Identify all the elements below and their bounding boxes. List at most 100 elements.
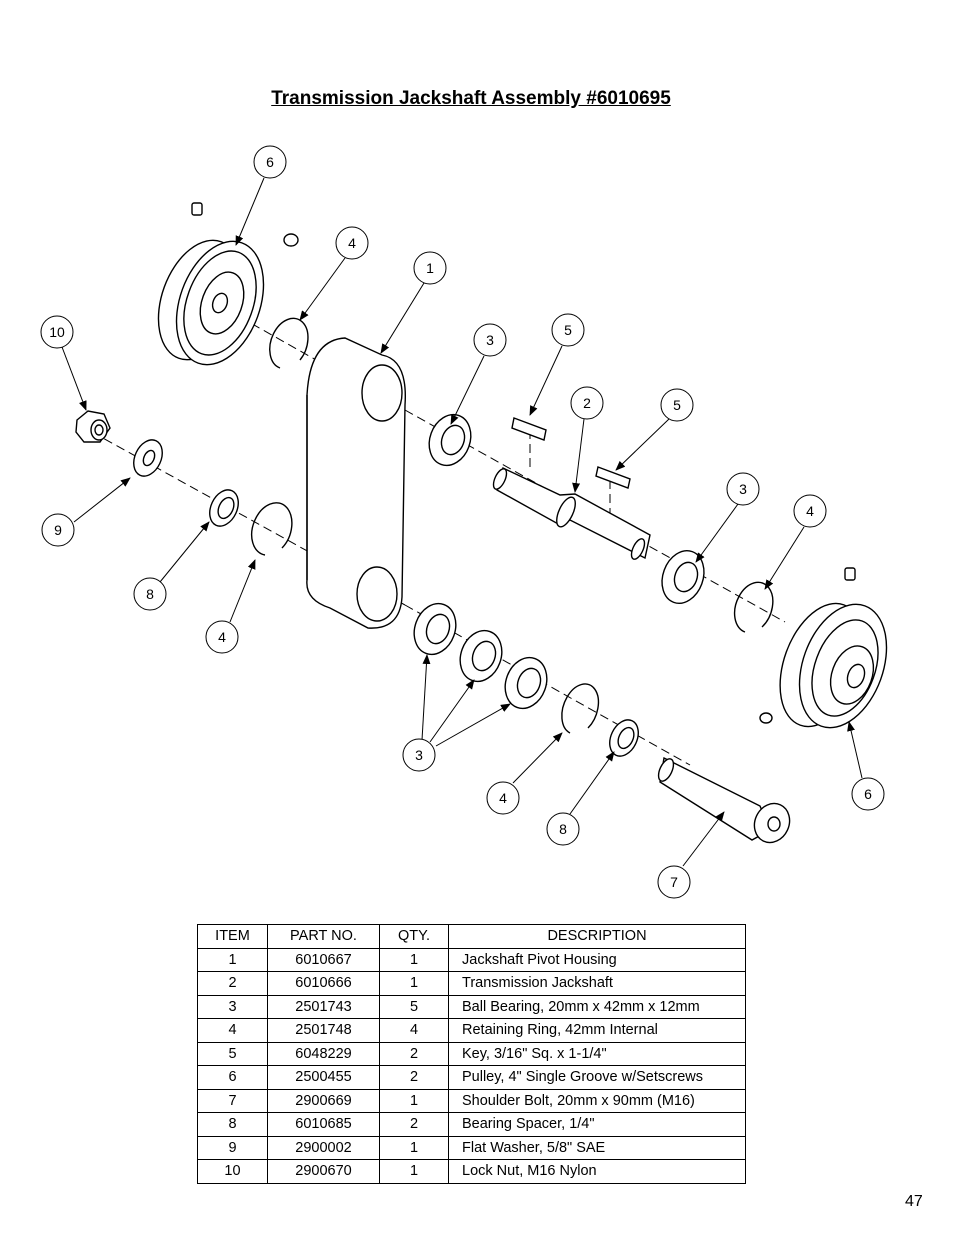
page-number: 47 bbox=[905, 1193, 923, 1210]
svg-text:8: 8 bbox=[146, 586, 154, 602]
description-cell: Jackshaft Pivot Housing bbox=[448, 947, 746, 972]
item-cell: 2 bbox=[197, 971, 268, 996]
column-header-qty: QTY. bbox=[379, 924, 449, 949]
pulley-upper bbox=[157, 202, 299, 366]
description-cell: Key, 3/16" Sq. x 1-1/4" bbox=[448, 1041, 746, 1066]
page-title: Transmission Jackshaft Assembly #6010695 bbox=[271, 88, 671, 109]
balloon: 2 bbox=[570, 386, 604, 420]
part-no-cell: 6010685 bbox=[267, 1112, 380, 1137]
jackshaft bbox=[492, 467, 651, 560]
qty-cell: 4 bbox=[379, 1018, 449, 1043]
svg-text:3: 3 bbox=[415, 747, 423, 763]
balloon: 7 bbox=[657, 865, 691, 899]
item-cell: 8 bbox=[197, 1112, 268, 1137]
item-cell: 7 bbox=[197, 1088, 268, 1113]
balloon: 4 bbox=[793, 494, 827, 528]
balloon: 3 bbox=[473, 323, 507, 357]
item-balloons: 6 4 1 10 3 5 2 5 3 4 9 8 4 3 4 8 7 6 bbox=[40, 145, 885, 899]
svg-text:3: 3 bbox=[486, 332, 494, 348]
table-header-row: ITEM PART NO. QTY. DESCRIPTION bbox=[197, 924, 746, 949]
balloon: 3 bbox=[726, 472, 760, 506]
svg-text:4: 4 bbox=[499, 790, 507, 806]
part-no-cell: 2501748 bbox=[267, 1018, 380, 1043]
svg-text:4: 4 bbox=[806, 503, 814, 519]
svg-text:5: 5 bbox=[564, 322, 572, 338]
bearing-spacer-right bbox=[609, 719, 639, 757]
leader-lines bbox=[61, 177, 863, 867]
qty-cell: 2 bbox=[379, 1065, 449, 1090]
description-cell: Lock Nut, M16 Nylon bbox=[448, 1159, 746, 1184]
item-cell: 1 bbox=[197, 947, 268, 972]
lock-nut bbox=[75, 410, 111, 443]
column-header-description: DESCRIPTION bbox=[448, 924, 746, 949]
svg-text:9: 9 bbox=[54, 522, 62, 538]
balloon: 9 bbox=[41, 513, 75, 547]
item-cell: 5 bbox=[197, 1041, 268, 1066]
description-cell: Shoulder Bolt, 20mm x 90mm (M16) bbox=[448, 1088, 746, 1113]
qty-cell: 2 bbox=[379, 1041, 449, 1066]
svg-text:1: 1 bbox=[426, 260, 434, 276]
keys bbox=[511, 417, 631, 489]
bearing-spacer-left bbox=[209, 489, 239, 527]
balloon: 3 bbox=[402, 738, 436, 772]
item-cell: 6 bbox=[197, 1065, 268, 1090]
svg-text:6: 6 bbox=[266, 154, 274, 170]
column-header-part-no: PART NO. bbox=[267, 924, 380, 949]
svg-text:4: 4 bbox=[348, 235, 356, 251]
qty-cell: 1 bbox=[379, 947, 449, 972]
svg-text:5: 5 bbox=[673, 397, 681, 413]
svg-text:2: 2 bbox=[583, 395, 591, 411]
balloon: 4 bbox=[205, 620, 239, 654]
exploded-view-diagram: 6 4 1 10 3 5 2 5 3 4 9 8 4 3 4 8 7 6 bbox=[40, 145, 888, 899]
balloon: 6 bbox=[253, 145, 287, 179]
balloon: 1 bbox=[413, 251, 447, 285]
item-cell: 3 bbox=[197, 994, 268, 1019]
ball-bearings bbox=[413, 413, 705, 710]
flat-washer bbox=[133, 439, 163, 477]
balloon: 5 bbox=[660, 388, 694, 422]
balloon: 8 bbox=[133, 577, 167, 611]
item-cell: 10 bbox=[197, 1159, 268, 1184]
description-cell: Retaining Ring, 42mm Internal bbox=[448, 1018, 746, 1043]
part-no-cell: 2900670 bbox=[267, 1159, 380, 1184]
svg-text:4: 4 bbox=[218, 629, 226, 645]
description-cell: Ball Bearing, 20mm x 42mm x 12mm bbox=[448, 994, 746, 1019]
svg-text:3: 3 bbox=[739, 481, 747, 497]
balloon: 10 bbox=[40, 315, 74, 349]
description-cell: Bearing Spacer, 1/4" bbox=[448, 1112, 746, 1137]
retaining-rings bbox=[251, 317, 774, 734]
item-cell: 4 bbox=[197, 1018, 268, 1043]
balloon: 8 bbox=[546, 812, 580, 846]
part-no-cell: 6010667 bbox=[267, 947, 380, 972]
pivot-housing bbox=[306, 337, 407, 629]
pulley-lower bbox=[759, 567, 888, 729]
part-no-cell: 2900669 bbox=[267, 1088, 380, 1113]
description-cell: Flat Washer, 5/8" SAE bbox=[448, 1135, 746, 1160]
item-cell: 9 bbox=[197, 1135, 268, 1160]
balloon: 4 bbox=[486, 781, 520, 815]
part-no-cell: 2501743 bbox=[267, 994, 380, 1019]
description-cell: Pulley, 4" Single Groove w/Setscrews bbox=[448, 1065, 746, 1090]
part-no-cell: 2500455 bbox=[267, 1065, 380, 1090]
qty-cell: 1 bbox=[379, 1135, 449, 1160]
svg-text:7: 7 bbox=[670, 874, 678, 890]
qty-cell: 2 bbox=[379, 1112, 449, 1137]
column-header-item: ITEM bbox=[197, 924, 268, 949]
qty-cell: 1 bbox=[379, 1159, 449, 1184]
center-lines bbox=[91, 302, 786, 766]
svg-text:6: 6 bbox=[864, 786, 872, 802]
svg-text:10: 10 bbox=[49, 324, 65, 340]
qty-cell: 5 bbox=[379, 994, 449, 1019]
qty-cell: 1 bbox=[379, 971, 449, 996]
description-cell: Transmission Jackshaft bbox=[448, 971, 746, 996]
balloon: 6 bbox=[851, 777, 885, 811]
